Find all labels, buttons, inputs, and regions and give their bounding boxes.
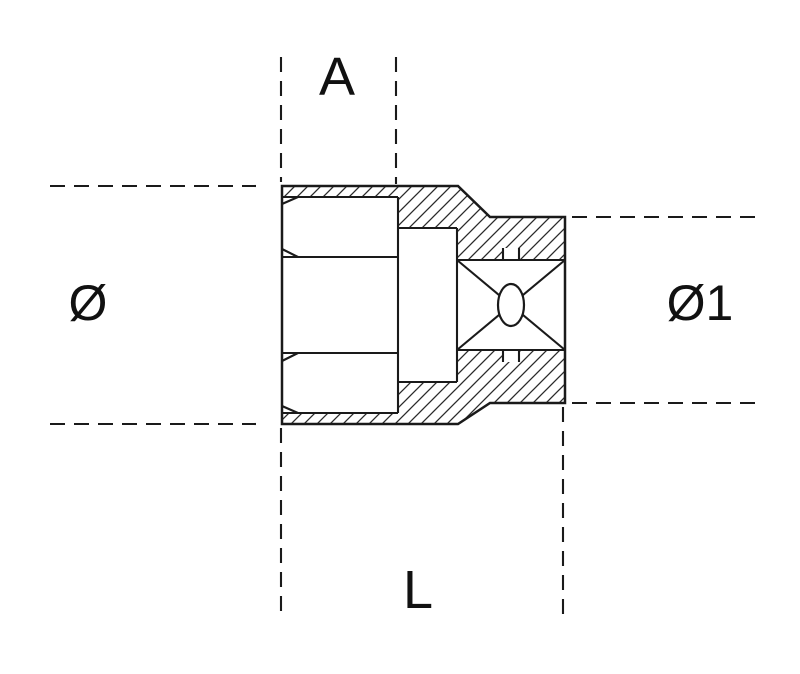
hex-bore-cavity xyxy=(282,197,398,413)
dimension-lines xyxy=(50,57,756,618)
dimension-labels: A Ø Ø1 L xyxy=(69,47,734,620)
inner-cavity xyxy=(398,228,457,382)
ball-detent-ellipse xyxy=(496,282,526,328)
chamfer-tick-mid-upper xyxy=(281,248,299,258)
dimension-label-a: A xyxy=(319,47,355,107)
chamfer-tick-top xyxy=(281,196,299,205)
socket-body xyxy=(280,184,567,426)
chamfer-tick-bottom xyxy=(281,405,299,414)
detent-hole-top xyxy=(503,248,519,260)
socket-outline xyxy=(280,184,567,426)
chamfer-tick-mid-lower xyxy=(281,352,299,362)
detent-hole-bottom xyxy=(503,350,519,362)
dimension-label-length: L xyxy=(403,560,433,620)
dimension-label-diameter1: Ø1 xyxy=(667,275,734,331)
dimension-label-diameter: Ø xyxy=(69,275,108,331)
